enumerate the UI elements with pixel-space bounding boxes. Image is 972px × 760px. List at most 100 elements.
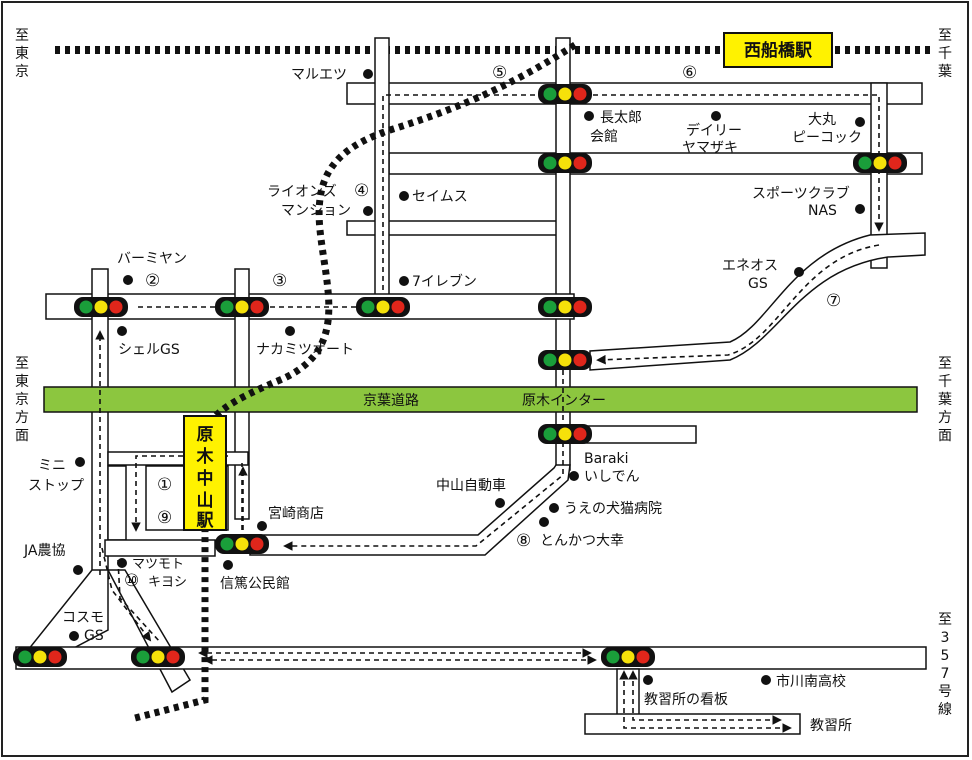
svg-text:号: 号	[938, 684, 952, 700]
traffic-signal-icon	[215, 297, 269, 317]
station-nishifunabashi: 西船橋駅	[723, 32, 833, 68]
svg-text:京: 京	[15, 392, 29, 408]
interchange-label: 原木インター	[522, 393, 606, 409]
route-number-3: ③	[272, 271, 287, 291]
landmark-seimusu: セイムス	[412, 189, 468, 205]
traffic-signals	[13, 84, 907, 667]
landmark-miyazaki: 宮崎商店	[268, 506, 324, 522]
direction-route357: 至 3 5 7 号 線	[938, 612, 952, 718]
svg-text:方: 方	[15, 410, 29, 426]
landmark-daily-1: デイリー	[686, 122, 742, 139]
traffic-signal-icon	[601, 647, 655, 667]
station-char-4: 山	[197, 491, 214, 511]
svg-text:京: 京	[15, 64, 29, 80]
landmark-kyoshujo-sign: 教習所の看板	[644, 692, 728, 708]
svg-text:至: 至	[938, 612, 952, 628]
svg-text:東: 東	[15, 46, 29, 62]
station-baraki-nakayama: 原 木 中 山 駅	[183, 415, 227, 531]
route-number-6: ⑥	[682, 63, 697, 83]
route-number-5: ⑤	[492, 63, 507, 83]
landmark-lions-1: ライオンズ	[267, 184, 337, 200]
landmark-lions-2: マンション	[281, 203, 351, 219]
route-number-1: ①	[157, 475, 172, 495]
direction-chiba-right: 至 千 葉 方 面	[938, 356, 952, 444]
landmark-eneos-2: GS	[748, 276, 768, 292]
station-char-1: 原	[197, 425, 214, 445]
traffic-signal-icon	[74, 297, 128, 317]
landmark-daimaru-2: ピーコック	[792, 130, 862, 146]
route-number-4: ④	[354, 181, 369, 201]
landmark-seven-eleven: 7イレブン	[412, 273, 477, 290]
landmark-nas-1: スポーツクラブ	[752, 185, 850, 202]
route-number-9: ⑨	[157, 508, 172, 528]
traffic-signal-icon	[13, 647, 67, 667]
traffic-signal-icon	[538, 350, 592, 370]
landmark-daimaru-1: 大丸	[808, 112, 836, 128]
svg-text:5: 5	[941, 648, 950, 664]
svg-text:面: 面	[938, 428, 952, 444]
svg-text:線: 線	[938, 702, 952, 718]
svg-text:東: 東	[15, 374, 29, 390]
svg-text:至: 至	[938, 28, 952, 44]
landmark-matsukiyo-2: キヨシ	[148, 575, 187, 590]
route-number-8: ⑧	[516, 531, 531, 551]
landmark-daily-2: ヤマザキ	[682, 140, 738, 156]
landmark-marueitsu: マルエツ	[291, 67, 347, 83]
landmark-nas-2: NAS	[808, 203, 837, 219]
landmark-nakamitsu: ナカミツオート	[256, 342, 354, 358]
landmark-dots	[69, 69, 865, 685]
svg-text:3: 3	[941, 630, 950, 646]
traffic-signal-icon	[853, 153, 907, 173]
landmark-kyoshujo: 教習所	[810, 718, 852, 734]
svg-text:至: 至	[15, 356, 29, 372]
direction-tokyo-left: 至 東 京 方 面	[15, 356, 29, 444]
route-number-2: ②	[145, 271, 160, 291]
landmark-chotaro-2: 会館	[590, 128, 618, 145]
landmark-baraki-2: いしでん	[584, 469, 640, 485]
traffic-signal-icon	[538, 153, 592, 173]
station-char-3: 中	[197, 468, 214, 489]
landmark-shell: シェルGS	[118, 342, 180, 358]
landmark-ministop-1: ミニ	[38, 458, 66, 474]
landmark-eneos-1: エネオス	[722, 258, 778, 274]
landmark-ueno-hospital: うえの犬猫病院	[564, 501, 662, 517]
landmark-ichikawa: 市川南高校	[776, 673, 846, 690]
landmark-chotaro-1: 長太郎	[600, 110, 642, 126]
svg-text:葉: 葉	[938, 64, 952, 80]
walking-route	[134, 42, 577, 722]
landmark-cosmo-1: コスモ	[62, 610, 104, 626]
traffic-signal-icon	[215, 534, 269, 554]
traffic-signal-icon	[131, 647, 185, 667]
landmark-matsukiyo-1: マツモト	[132, 557, 184, 572]
station-nishifunabashi-label: 西船橋駅	[744, 40, 813, 61]
traffic-signal-icon	[538, 297, 592, 317]
direction-tokyo-top: 至 東 京	[15, 28, 29, 80]
landmark-nakayama-jidosha: 中山自動車	[436, 477, 506, 494]
svg-text:千: 千	[938, 374, 952, 390]
landmark-shinatsu: 信篤公民館	[220, 575, 290, 592]
landmark-tonkatsu: とんかつ大幸	[540, 533, 624, 549]
svg-text:千: 千	[938, 46, 952, 62]
svg-text:面: 面	[15, 428, 29, 444]
landmark-cosmo-2: GS	[84, 628, 104, 644]
landmark-ministop-2: ストップ	[28, 478, 84, 494]
station-char-2: 木	[196, 446, 215, 467]
svg-text:至: 至	[938, 356, 952, 372]
route-number-7: ⑦	[826, 291, 841, 311]
station-char-5: 駅	[196, 511, 215, 531]
landmark-baraki-1: Baraki	[584, 451, 629, 467]
traffic-signal-icon	[538, 424, 592, 444]
landmark-bamiyan: バーミヤン	[117, 251, 187, 267]
traffic-signal-icon	[356, 297, 410, 317]
svg-text:7: 7	[941, 666, 950, 682]
route-number-10: ⑩	[124, 571, 139, 591]
svg-text:至: 至	[15, 28, 29, 44]
direction-chiba-top: 至 千 葉	[938, 28, 952, 80]
landmark-ja: JA農協	[23, 543, 65, 559]
svg-text:葉: 葉	[938, 392, 952, 408]
svg-text:方: 方	[938, 410, 952, 426]
traffic-signal-icon	[538, 84, 592, 104]
expressway-label: 京葉道路	[363, 393, 419, 409]
